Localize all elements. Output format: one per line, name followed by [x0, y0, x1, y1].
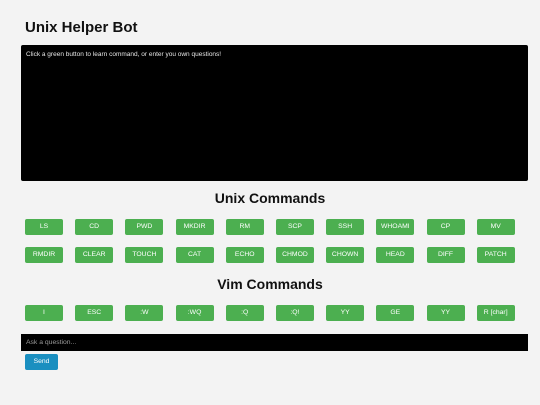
- vim-button-quit[interactable]: :Q: [225, 305, 264, 321]
- vim-button-force-quit[interactable]: :Q!: [275, 305, 314, 321]
- command-button-cd[interactable]: CD: [75, 219, 114, 235]
- command-button-mv[interactable]: MV: [476, 219, 515, 235]
- command-button-head[interactable]: HEAD: [376, 247, 415, 263]
- send-button[interactable]: Send: [25, 354, 58, 370]
- vim-button-escape[interactable]: ESC: [75, 305, 114, 321]
- command-button-rm[interactable]: RM: [225, 219, 264, 235]
- command-button-pwd[interactable]: PWD: [125, 219, 164, 235]
- unix-commands-title: Unix Commands: [214, 190, 326, 206]
- command-button-cat[interactable]: CAT: [175, 247, 214, 263]
- command-button-scp[interactable]: SCP: [275, 219, 314, 235]
- command-button-whoami[interactable]: WHOAMI: [376, 219, 415, 235]
- vim-button-replace-char[interactable]: R [char]: [476, 305, 515, 321]
- command-button-patch[interactable]: PATCH: [476, 247, 515, 263]
- vim-command-buttons: I ESC :W :WQ :Q :Q! YY GE YY R [char]: [25, 305, 515, 321]
- command-button-touch[interactable]: TOUCH: [125, 247, 164, 263]
- vim-button-yank-line-2[interactable]: YY: [426, 305, 465, 321]
- command-button-chmod[interactable]: CHMOD: [275, 247, 314, 263]
- vim-button-write[interactable]: :W: [125, 305, 164, 321]
- command-button-mkdir[interactable]: MKDIR: [175, 219, 214, 235]
- chat-output-text: Click a green button to learn command, o…: [26, 51, 222, 58]
- command-button-clear[interactable]: CLEAR: [75, 247, 114, 263]
- vim-button-ge[interactable]: GE: [376, 305, 415, 321]
- vim-commands-title: Vim Commands: [217, 276, 323, 292]
- command-button-chown[interactable]: CHOWN: [326, 247, 365, 263]
- command-button-ssh[interactable]: SSH: [326, 219, 365, 235]
- app-title: Unix Helper Bot: [25, 19, 138, 36]
- command-button-cp[interactable]: CP: [426, 219, 465, 235]
- command-button-diff[interactable]: DIFF: [426, 247, 465, 263]
- command-button-rmdir[interactable]: RMDIR: [25, 247, 63, 263]
- command-button-ls[interactable]: LS: [25, 219, 63, 235]
- command-button-echo[interactable]: ECHO: [225, 247, 264, 263]
- vim-button-write-quit[interactable]: :WQ: [175, 305, 214, 321]
- question-input[interactable]: [21, 334, 528, 351]
- chat-output-panel: Click a green button to learn command, o…: [21, 45, 528, 181]
- vim-button-yank-line[interactable]: YY: [326, 305, 365, 321]
- vim-button-insert[interactable]: I: [25, 305, 63, 321]
- unix-command-buttons: LS CD PWD MKDIR RM SCP SSH WHOAMI CP MV …: [25, 219, 515, 263]
